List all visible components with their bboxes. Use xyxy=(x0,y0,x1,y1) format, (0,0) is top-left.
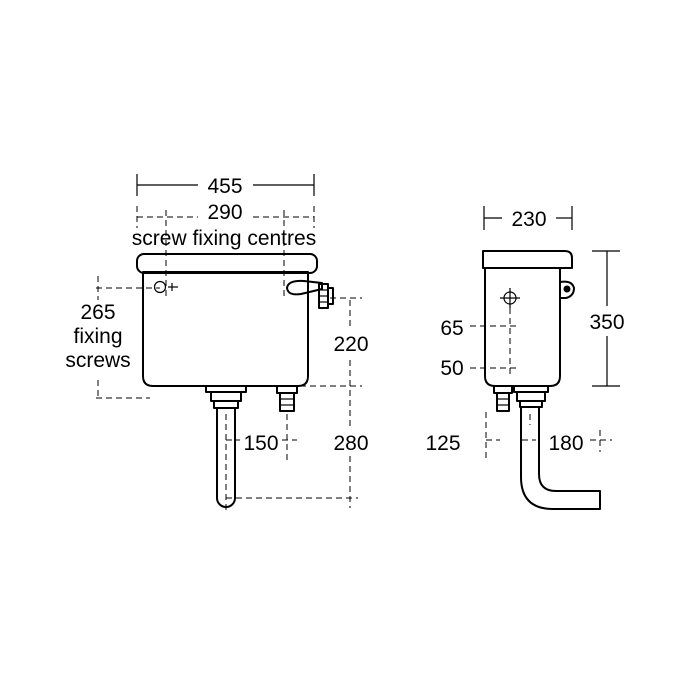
right-height-dimensions: 220 280 xyxy=(300,297,369,508)
fixing-screws-word2: screws xyxy=(65,349,130,372)
side-height-dimensions: 65 50 xyxy=(440,317,520,380)
flush-lever-icon xyxy=(286,279,334,309)
flush-pipe-icon xyxy=(205,385,358,510)
pipe-projection-label: 180 xyxy=(548,432,583,455)
side-flush-pipe-icon: 125 180 xyxy=(425,385,612,510)
inlet-height-label: 220 xyxy=(333,333,368,356)
side-view: 230 350 65 50 xyxy=(425,206,625,510)
fixing-centres-text: screw fixing centres xyxy=(132,227,316,250)
height-dimension: 350 xyxy=(589,250,625,387)
fixing-centres-dimension: 290 screw fixing centres xyxy=(132,201,316,296)
fixing-screw-hole-icon xyxy=(153,280,167,294)
outlet-wall-label: 125 xyxy=(425,432,460,455)
fixing-screws-word1: fixing xyxy=(73,325,122,348)
side-cistern-body xyxy=(482,250,575,387)
inlet-valve-icon xyxy=(276,385,298,412)
side-cistern-lid xyxy=(482,250,573,269)
depth-dimension: 230 xyxy=(483,206,573,231)
height-label: 350 xyxy=(589,311,624,334)
width-dimension: 455 xyxy=(136,174,315,198)
outlet-depth-label: 280 xyxy=(333,432,368,455)
outlet-offset-dimension: 150 xyxy=(226,414,297,462)
fixing-screws-dimension: 265 fixing screws xyxy=(65,276,160,400)
cistern-lid xyxy=(136,253,318,274)
side-inlet-valve-icon xyxy=(493,385,513,412)
width-label: 455 xyxy=(207,175,242,198)
lever-height-label: 65 xyxy=(440,317,463,340)
front-cistern-body xyxy=(136,253,318,387)
fixing-centres-value: 290 xyxy=(207,201,242,224)
inlet-offset-label: 50 xyxy=(440,357,463,380)
lever-spindle-icon xyxy=(500,288,520,375)
depth-label: 230 xyxy=(511,208,546,231)
front-view: 455 290 screw fixing centres xyxy=(65,174,369,510)
outlet-offset-label: 150 xyxy=(243,432,278,455)
fixing-screws-value: 265 xyxy=(80,301,115,324)
